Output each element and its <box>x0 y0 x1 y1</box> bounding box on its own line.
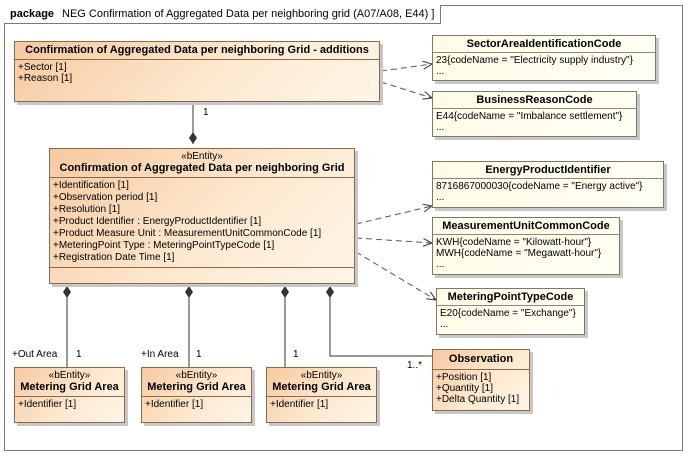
grid-attr: +Identifier [1] <box>270 399 329 410</box>
code-business-reason[interactable]: BusinessReasonCode E44{codeName = "Imbal… <box>432 91 637 137</box>
main-stereotype: «bEntity» <box>181 151 223 162</box>
grid-name: Metering Grid Area <box>20 381 119 393</box>
package-keyword: package <box>10 8 55 20</box>
grid-name: Metering Grid Area <box>147 381 246 393</box>
mult-observation: 1..* <box>407 360 423 371</box>
code-value: E44{codeName = "Imbalance settlement"} <box>436 111 623 122</box>
code-energy-product[interactable]: EnergyProductIdentifier 8716867000030{co… <box>432 161 664 208</box>
metering-grid-area-in[interactable]: «bEntity» Metering Grid Area +Identifier… <box>141 367 252 423</box>
observation-attr: +Delta Quantity [1] <box>436 394 520 405</box>
main-attr: +MeteringPoint Type : MeteringPointTypeC… <box>53 240 275 251</box>
code-value: ... <box>440 319 449 330</box>
code-name: BusinessReasonCode <box>476 94 593 106</box>
code-value: KWH{codeName = "Kilowatt-hour"} <box>436 237 592 248</box>
role-out-area: +Out Area <box>12 349 58 360</box>
code-value: ... <box>436 122 445 133</box>
dependency-sector <box>380 64 432 72</box>
code-value: 8716867000030{codeName = "Energy active"… <box>436 181 643 192</box>
composition-observation <box>326 286 432 357</box>
main-attr: +Resolution [1] <box>53 204 120 215</box>
code-value: MWH{codeName = "Megawatt-hour"} <box>436 248 602 259</box>
metering-grid-area-3[interactable]: «bEntity» Metering Grid Area +Identifier… <box>266 367 377 423</box>
grid-stereotype: «bEntity» <box>175 370 218 381</box>
observation-name: Observation <box>448 353 514 365</box>
package-title: NEG Confirmation of Aggregated Data per … <box>62 8 429 20</box>
dependency-reason <box>380 81 432 98</box>
dependency-product <box>355 206 432 225</box>
code-sector-area[interactable]: SectorAreaIdentificationCode 23{codeName… <box>432 35 656 81</box>
grid-stereotype: «bEntity» <box>300 370 343 381</box>
main-class[interactable]: «bEntity» Confirmation of Aggregated Dat… <box>49 148 355 284</box>
code-name: MeasurementUnitCommonCode <box>442 220 610 232</box>
grid-name: Metering Grid Area <box>272 381 371 393</box>
main-class-name: Confirmation of Aggregated Data per neig… <box>59 162 345 174</box>
observation-attr: +Quantity [1] <box>436 383 493 394</box>
mult-in-area: 1 <box>196 349 202 360</box>
dependency-mp-type <box>355 251 436 300</box>
grid-attr: +Identifier [1] <box>18 399 77 410</box>
additions-class-name: Confirmation of Aggregated Data per neig… <box>25 44 369 56</box>
additions-attr-sector: +Sector [1] <box>18 62 67 73</box>
observation-attr: +Position [1] <box>436 372 492 383</box>
role-in-area: +In Area <box>141 349 179 360</box>
code-name: SectorAreaIdentificationCode <box>466 38 622 50</box>
additions-attr-reason: +Reason [1] <box>18 73 73 84</box>
main-attr: +Identification [1] <box>53 180 129 191</box>
code-measurement-unit[interactable]: MeasurementUnitCommonCode KWH{codeName =… <box>432 217 620 275</box>
main-attr: +Product Identifier : EnergyProductIdent… <box>53 216 262 227</box>
mult-out-area: 1 <box>76 349 82 360</box>
package-tab: package NEG Confirmation of Aggregated Da… <box>4 5 442 24</box>
main-attr: +Observation period [1] <box>53 192 158 203</box>
main-attr: +Registration Date Time [1] <box>53 252 175 263</box>
dependency-unit <box>355 237 432 243</box>
code-value: ... <box>436 259 445 270</box>
metering-grid-area-out[interactable]: «bEntity» Metering Grid Area +Identifier… <box>14 367 125 423</box>
code-value: ... <box>436 66 445 77</box>
mult-grid-3: 1 <box>293 349 299 360</box>
additions-class[interactable]: Confirmation of Aggregated Data per neig… <box>14 41 380 102</box>
observation-class[interactable]: Observation +Position [1] +Quantity [1] … <box>432 349 530 411</box>
main-attr: +Product Measure Unit : MeasurementUnitC… <box>53 228 322 239</box>
code-metering-point-type[interactable]: MeteringPointTypeCode E20{codeName = "Ex… <box>436 288 585 335</box>
grid-attr: +Identifier [1] <box>145 399 204 410</box>
code-value: E20{codeName = "Exchange"} <box>440 308 576 319</box>
code-value: ... <box>436 192 445 203</box>
code-name: MeteringPointTypeCode <box>447 291 574 303</box>
code-name: EnergyProductIdentifier <box>485 164 611 176</box>
additions-multiplicity: 1 <box>203 107 209 118</box>
code-value: 23{codeName = "Electricity supply indust… <box>436 55 633 66</box>
grid-stereotype: «bEntity» <box>48 370 91 381</box>
dependency-lines <box>355 64 436 300</box>
